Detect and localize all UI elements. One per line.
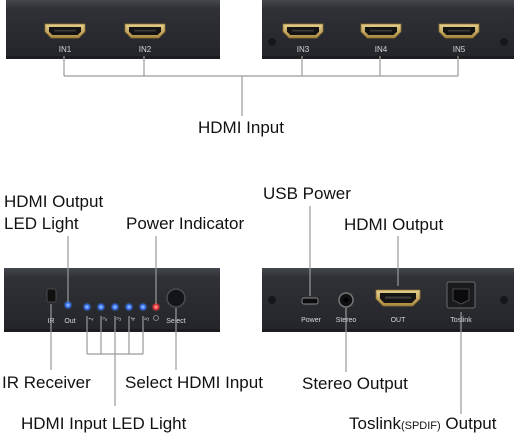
out-led (63, 300, 73, 310)
port-label-in4: IN4 (375, 45, 388, 54)
toslink-output-spdif: (SPDIF) (400, 420, 441, 432)
power-led (151, 302, 161, 312)
usb-port-icon (301, 297, 319, 305)
toslink-output-prefix: Toslink (349, 414, 401, 433)
hdmi-port-in2 (124, 23, 166, 39)
select-button (166, 288, 186, 308)
toslink-output-suffix: Output (440, 414, 497, 433)
rear-callout-lines (309, 206, 462, 414)
input-led-number-2: 2 (102, 316, 110, 322)
top-left-device (6, 0, 220, 59)
usb-power-label: USB Power (263, 184, 351, 203)
input-led-number-1: 1 (88, 316, 96, 322)
port-label-in2: IN2 (139, 45, 152, 54)
rear-power-label: Power (301, 317, 322, 324)
hdmi-input-label: HDMI Input (198, 118, 284, 137)
input-led-number-4: 4 (130, 316, 138, 322)
hdmi-input-port-labels: IN1 IN2 IN3 IN4 IN5 (59, 45, 466, 54)
ir-receiver-window (46, 288, 57, 303)
front-out-label: Out (64, 318, 75, 325)
input-led-number-5: 5 (144, 316, 152, 322)
screw-icon (268, 296, 276, 304)
input-led-number-3: 3 (116, 316, 124, 322)
hdmi-input-connector-lines (63, 56, 459, 116)
hdmi-port-in4 (360, 23, 402, 39)
stereo-output-label: Stereo Output (302, 374, 408, 393)
hdmi-output-connector (375, 289, 421, 307)
input-led-1 (82, 302, 92, 312)
rear-out-label: OUT (391, 317, 407, 324)
toslink-output-label: Toslink(SPDIF) Output (349, 414, 496, 436)
input-led-3 (110, 302, 120, 312)
hdmi-output-led-label-line2: LED Light (4, 214, 79, 233)
input-led-5 (138, 302, 148, 312)
front-leds (63, 300, 161, 321)
hdmi-input-ports (44, 23, 480, 39)
hdmi-port-in5 (438, 23, 480, 39)
hdmi-port-in3 (282, 23, 324, 39)
port-label-in5: IN5 (453, 45, 466, 54)
hdmi-output-label: HDMI Output (344, 215, 444, 234)
ir-receiver-label: IR Receiver (2, 373, 91, 392)
select-hdmi-input-label: Select HDMI Input (125, 373, 263, 392)
screw-icon (500, 296, 508, 304)
hdmi-output-port (375, 289, 421, 307)
port-label-in3: IN3 (297, 45, 310, 54)
screw-icon (500, 38, 508, 46)
front-callout-lines (50, 236, 177, 406)
input-led-4 (124, 302, 134, 312)
hdmi-input-led-light-label: HDMI Input LED Light (21, 414, 187, 433)
port-label-in1: IN1 (59, 45, 72, 54)
power-indicator-label: Power Indicator (126, 214, 245, 233)
hdmi-port-in1 (44, 23, 86, 39)
screw-icon (268, 38, 276, 46)
power-symbol-icon (153, 315, 159, 321)
input-led-2 (96, 302, 106, 312)
hdmi-output-led-label-line1: HDMI Output (4, 192, 104, 211)
front-panel-device (4, 268, 220, 332)
